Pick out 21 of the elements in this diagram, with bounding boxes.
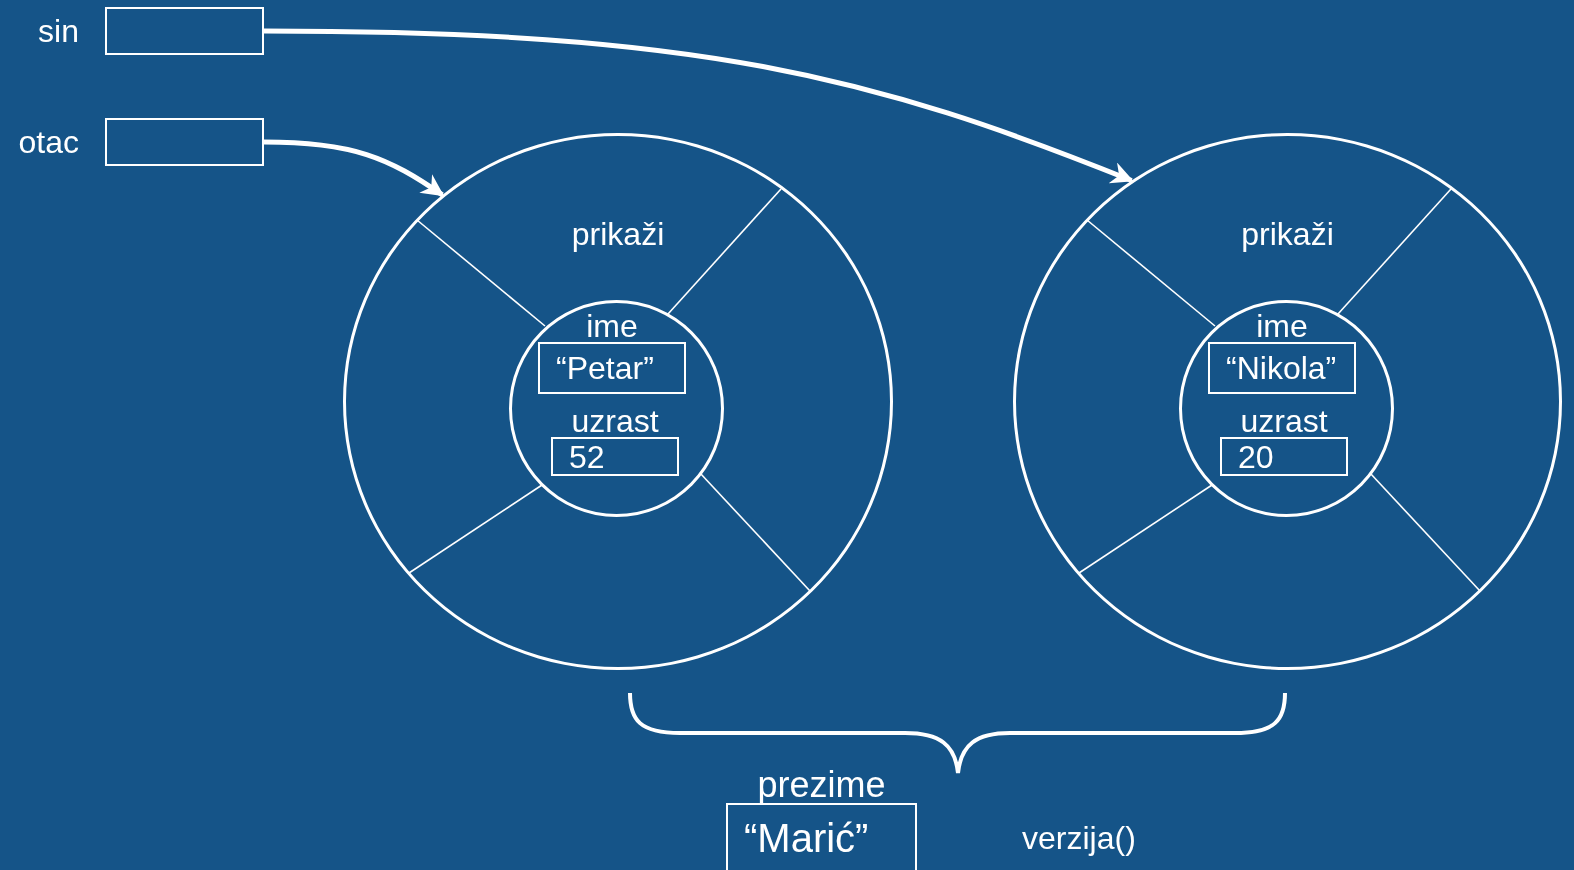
arrow [263,139,445,197]
method-label: prikaži [571,218,665,250]
value-text: “Marić” [744,817,869,858]
field-label: ime [1256,310,1308,342]
value-text: 52 [569,440,605,473]
value-text: “Petar” [556,352,654,384]
field-circle [509,300,724,517]
method-label: verzija() [1022,822,1136,854]
field-label: ime [586,310,638,342]
field-label: uzrast [571,405,659,437]
object-circle [343,133,893,670]
variable-label: otac [18,126,79,158]
method-label: prikaži [1241,218,1334,250]
arrow [263,28,1134,184]
field-label: prezime [757,767,886,803]
variable-label: sin [38,15,79,47]
object-circle [1013,133,1562,670]
field-label: uzrast [1240,405,1328,437]
value-text: “Nikola” [1226,352,1337,384]
value-text: 20 [1238,440,1274,473]
field-circle [1179,300,1394,517]
